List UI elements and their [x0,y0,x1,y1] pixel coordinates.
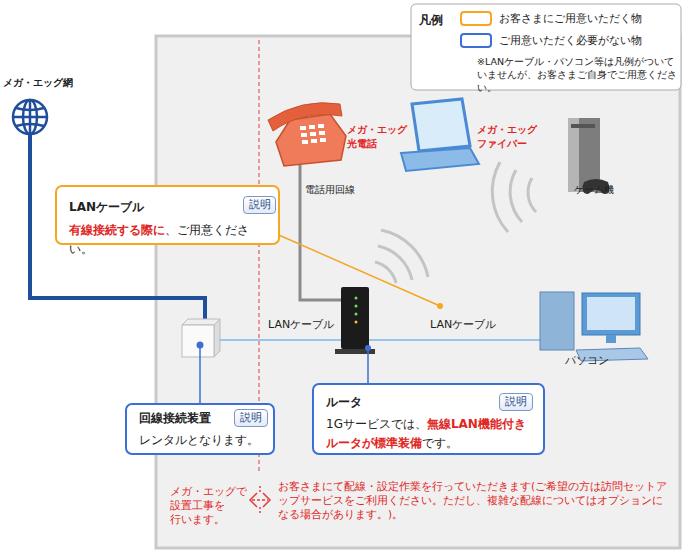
globe-icon [13,100,47,134]
game-console-icon [568,118,579,192]
wifi-waves [375,262,396,283]
double-arrow-icon [263,493,270,507]
laptop-icon [412,99,470,151]
phone-icon [300,126,306,130]
onu-box-icon [182,325,214,357]
router-icon [355,321,358,324]
pc-icon [606,335,616,343]
leader-line [272,232,440,306]
phone-icon [268,103,346,166]
legend-note: ※LANケーブル・パソコン等は凡例がついていませんが、お客さまご自身でご用意くだ… [477,56,681,94]
phone-icon [318,124,324,128]
legend-text: お客さまにご用意いただく物 [499,11,642,26]
game-console-icon [568,118,609,194]
lan-wire [218,339,341,341]
callout-title: LANケーブル [69,199,144,216]
phone-icon [268,103,342,131]
router-icon [355,297,358,300]
device-label: パソコン [565,354,625,369]
callout-body: 1Gサービスでは、無線LAN機能付きルータが標準装備です。 [326,415,535,453]
wifi-waves [528,178,536,212]
double-arrow-icon [259,507,261,514]
work-note: お客さまにて配線・設定作業を行っていただきます(ご希望の方は訪問セットアップサー… [278,479,670,522]
device-label: ゲーム機 [574,183,634,197]
phone-icon [320,138,326,142]
explain-button: 説明 [499,393,533,411]
cable-label: LANケーブル [430,318,510,333]
wifi-waves [375,230,428,283]
phone-icon [311,139,317,143]
wifi-waves [492,162,536,232]
wifi-waves [510,170,522,222]
pc-icon [582,293,640,335]
double-arrow-icon [250,486,270,514]
globe-icon [16,108,44,110]
wifi-waves [378,246,412,280]
globe-icon [29,100,32,134]
onu-box-icon [182,319,220,357]
lan-wire [369,339,540,341]
laptop-icon [401,148,479,171]
globe-icon [16,124,44,126]
leader-line [367,348,369,383]
device-label: メガ・エッグ ファイバー [477,123,557,150]
phone-icon [310,132,316,136]
button-text: 説明 [240,411,262,425]
cable-label: LANケーブル [268,318,348,333]
leader-dot [365,345,371,351]
phone-icon [301,133,307,137]
callout-text: です。 [422,436,458,450]
callout-box: ルータ 1Gサービスでは、無線LAN機能付きルータが標準装備です。 説明 [312,383,545,455]
leader-line [199,345,201,403]
wire-label: 電話用回線 [305,183,375,197]
work-note: メガ・エッグで 設置工事を 行います。 [170,484,252,527]
callout-body: レンタルとなります。 [139,431,265,450]
phone-icon [319,131,325,135]
leader-dot [197,342,204,349]
router-icon [355,305,358,308]
wifi-waves [381,230,428,277]
callout-body: 有線接続する際に、ご用意ください。 [69,221,270,259]
callout-title: ルータ [326,394,362,411]
explain-button: 説明 [234,409,268,427]
callout-box: 回線接続装置レンタルとなります。 説明 [125,403,275,455]
onu-box-icon [214,319,220,357]
legend-title: 凡例 [419,12,455,28]
pc-icon [540,292,648,361]
legend-text: ご用意いただく必要がない物 [499,33,642,48]
double-arrow-icon [250,493,257,507]
double-arrow-icon [259,486,261,493]
button-text: 説明 [505,395,527,409]
callout-box: LANケーブル有線接続する際に、ご用意ください。説明 [55,185,280,245]
legend-swatch [460,11,492,26]
wifi-waves [492,162,508,232]
device-label: メガ・エッグ 光電話 [347,123,419,150]
double-arrow-icon [252,499,268,501]
router-icon [355,313,358,316]
phone-icon [300,124,326,144]
button-text: 説明 [249,198,271,212]
network-label: メガ・エッグ網 [3,76,93,90]
laptop-icon [401,99,479,171]
callout-title: 回線接続装置 [139,410,211,427]
callout-text: レンタルとなります。 [139,433,259,447]
customer-area [156,36,680,548]
legend-swatch [460,33,492,48]
phone-icon [302,140,308,144]
pc-icon [587,297,635,330]
callout-text: 1Gサービスでは、 [326,417,427,431]
router-icon [335,287,375,354]
phone-icon [309,125,315,129]
callout-text: 有線接続する際に [69,223,165,237]
game-console-icon [571,124,595,128]
pc-icon [540,292,574,350]
globe-icon [13,100,47,134]
leader-dot [437,303,443,309]
explain-button: 説明 [243,196,276,214]
router-icon [341,287,369,349]
